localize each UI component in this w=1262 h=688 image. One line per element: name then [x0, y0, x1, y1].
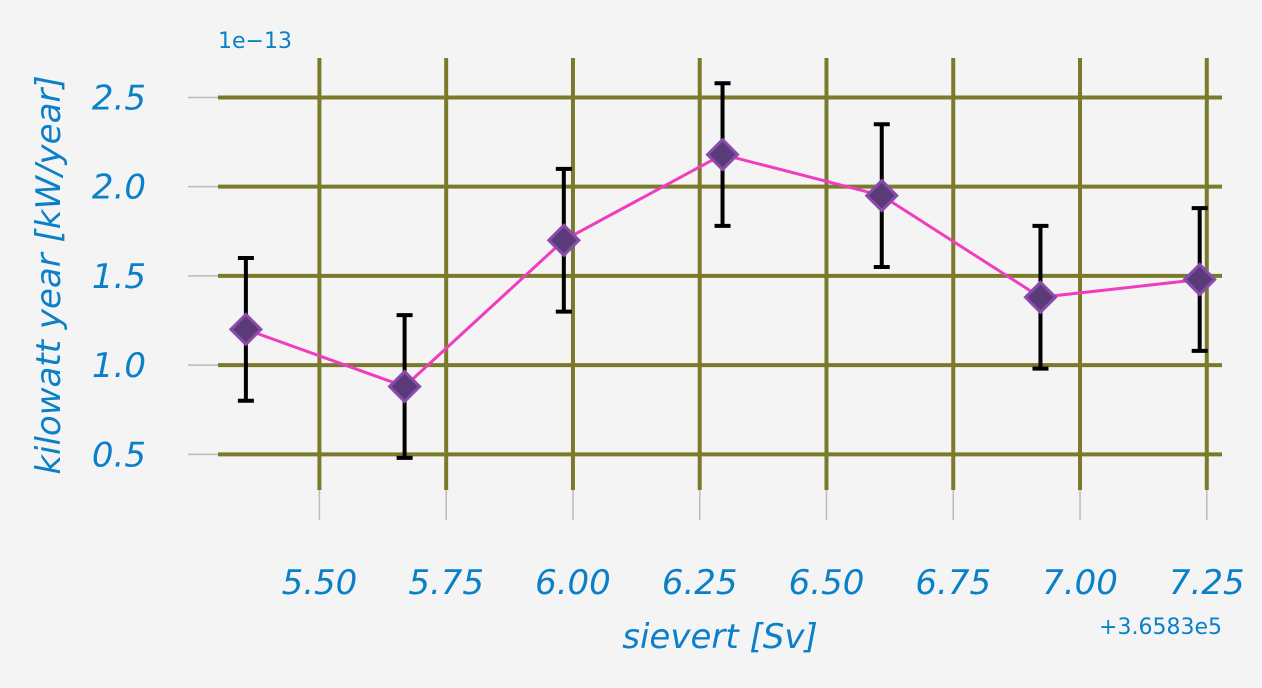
data-point — [1182, 262, 1217, 297]
x-tick-label: 6.50 — [789, 563, 865, 603]
x-tick-label: 7.00 — [1042, 563, 1118, 603]
data-series — [228, 81, 1217, 460]
data-point — [705, 137, 740, 172]
y-tick-label: 1.0 — [92, 346, 146, 386]
y-tick-label: 0.5 — [92, 435, 146, 475]
y-tick-label: 2.5 — [92, 78, 146, 118]
x-tick-label: 6.00 — [535, 563, 611, 603]
grid — [218, 58, 1222, 490]
x-tick-label: 5.50 — [282, 563, 358, 603]
x-tick-label: 6.25 — [662, 563, 738, 603]
x-tick-label: 5.75 — [408, 563, 484, 603]
data-point — [1023, 280, 1058, 315]
x-axis-label: sievert [Sv] — [622, 617, 817, 657]
tick-labels: 5.50 5.75 6.00 6.25 6.50 6.75 7.00 7.25 0.5 1.0 1.… — [92, 78, 1245, 603]
y-tick-label: 2.0 — [92, 168, 146, 208]
data-point — [228, 312, 264, 347]
data-point — [546, 223, 581, 258]
y-axis-label: kilowatt year [kW/year] — [29, 75, 69, 474]
x-tick-label: 7.25 — [1169, 563, 1245, 603]
data-point — [387, 369, 422, 404]
y-scale-label: 1e−13 — [218, 29, 292, 54]
data-point — [864, 178, 899, 213]
axis-ticks — [188, 96, 1208, 520]
x-offset-label: +3.6583e5 — [1099, 615, 1222, 640]
y-tick-label: 1.5 — [92, 257, 146, 297]
x-tick-label: 6.75 — [915, 563, 991, 603]
